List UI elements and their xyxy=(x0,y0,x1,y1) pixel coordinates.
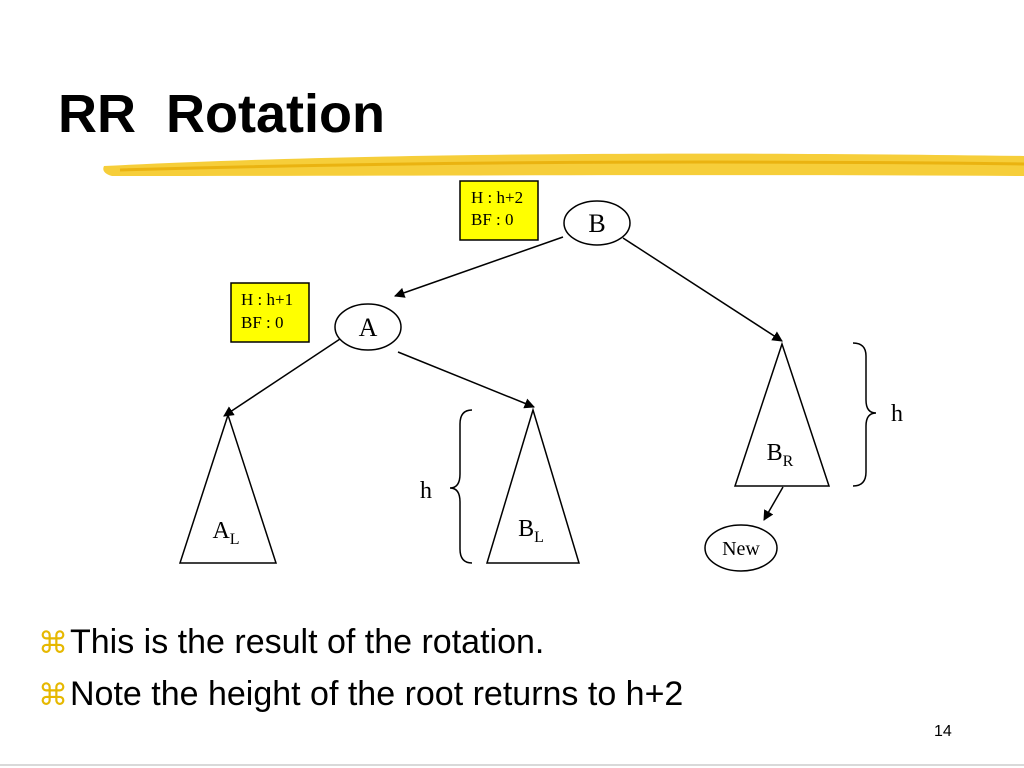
bullet-item: ⌘Note the height of the root returns to … xyxy=(38,668,683,720)
info-box-root-line1: H : h+2 xyxy=(471,188,523,207)
info-box-root-line2: BF : 0 xyxy=(471,210,514,229)
subtree-b-right-main: B xyxy=(767,440,783,466)
node-root: B xyxy=(563,200,631,246)
bullet-text: Note the height of the root returns to h… xyxy=(70,675,684,713)
title-underline-stroke xyxy=(119,160,1024,172)
info-box-left-child: H : h+1 BF : 0 xyxy=(230,282,310,343)
edge-br-to-new xyxy=(763,486,784,521)
bullet-list: ⌘This is the result of the rotation. ⌘No… xyxy=(38,616,683,720)
subtree-b-left-sub: L xyxy=(534,529,544,546)
node-left-child-label: A xyxy=(359,313,378,342)
subtree-b-left-label: BL xyxy=(518,516,544,546)
subtree-a-left-main: A xyxy=(212,518,230,544)
node-root-label: B xyxy=(588,209,605,238)
slide-title: RR Rotation xyxy=(58,84,385,144)
brace-right-subtree xyxy=(852,342,877,487)
bottom-rule xyxy=(0,764,1024,766)
height-label-right: h xyxy=(891,401,903,427)
title-underline-brush xyxy=(103,153,1024,176)
subtree-a-left-sub: L xyxy=(230,531,240,548)
node-left-child: A xyxy=(334,303,402,351)
edge-b-to-br xyxy=(622,237,783,342)
title-underline xyxy=(103,153,1024,176)
info-box-left-child-line1: H : h+1 xyxy=(241,290,293,309)
height-label-middle: h xyxy=(420,478,432,504)
brace-middle-subtree xyxy=(449,409,473,564)
subtree-b-left-main: B xyxy=(518,516,534,542)
subtree-b-right-sub: R xyxy=(783,453,794,470)
subtree-a-left: AL xyxy=(178,412,278,564)
info-box-left-child-line2: BF : 0 xyxy=(241,313,284,332)
edge-b-to-a xyxy=(394,236,564,298)
node-new: New xyxy=(704,524,778,572)
node-new-label: New xyxy=(722,538,760,560)
command-bullet-icon: ⌘ xyxy=(38,626,68,661)
subtree-b-right: BR xyxy=(733,341,831,487)
subtree-b-left: BL xyxy=(485,407,581,564)
command-bullet-icon: ⌘ xyxy=(38,678,68,713)
bullet-item: ⌘This is the result of the rotation. xyxy=(38,616,683,668)
subtree-b-right-label: BR xyxy=(767,440,794,470)
subtree-a-left-label: AL xyxy=(212,518,239,548)
edge-a-to-bl xyxy=(397,351,535,409)
info-box-root: H : h+2 BF : 0 xyxy=(459,180,539,241)
slide-number: 14 xyxy=(934,723,952,740)
bullet-text: This is the result of the rotation. xyxy=(70,623,545,661)
edge-a-to-al xyxy=(223,338,341,417)
